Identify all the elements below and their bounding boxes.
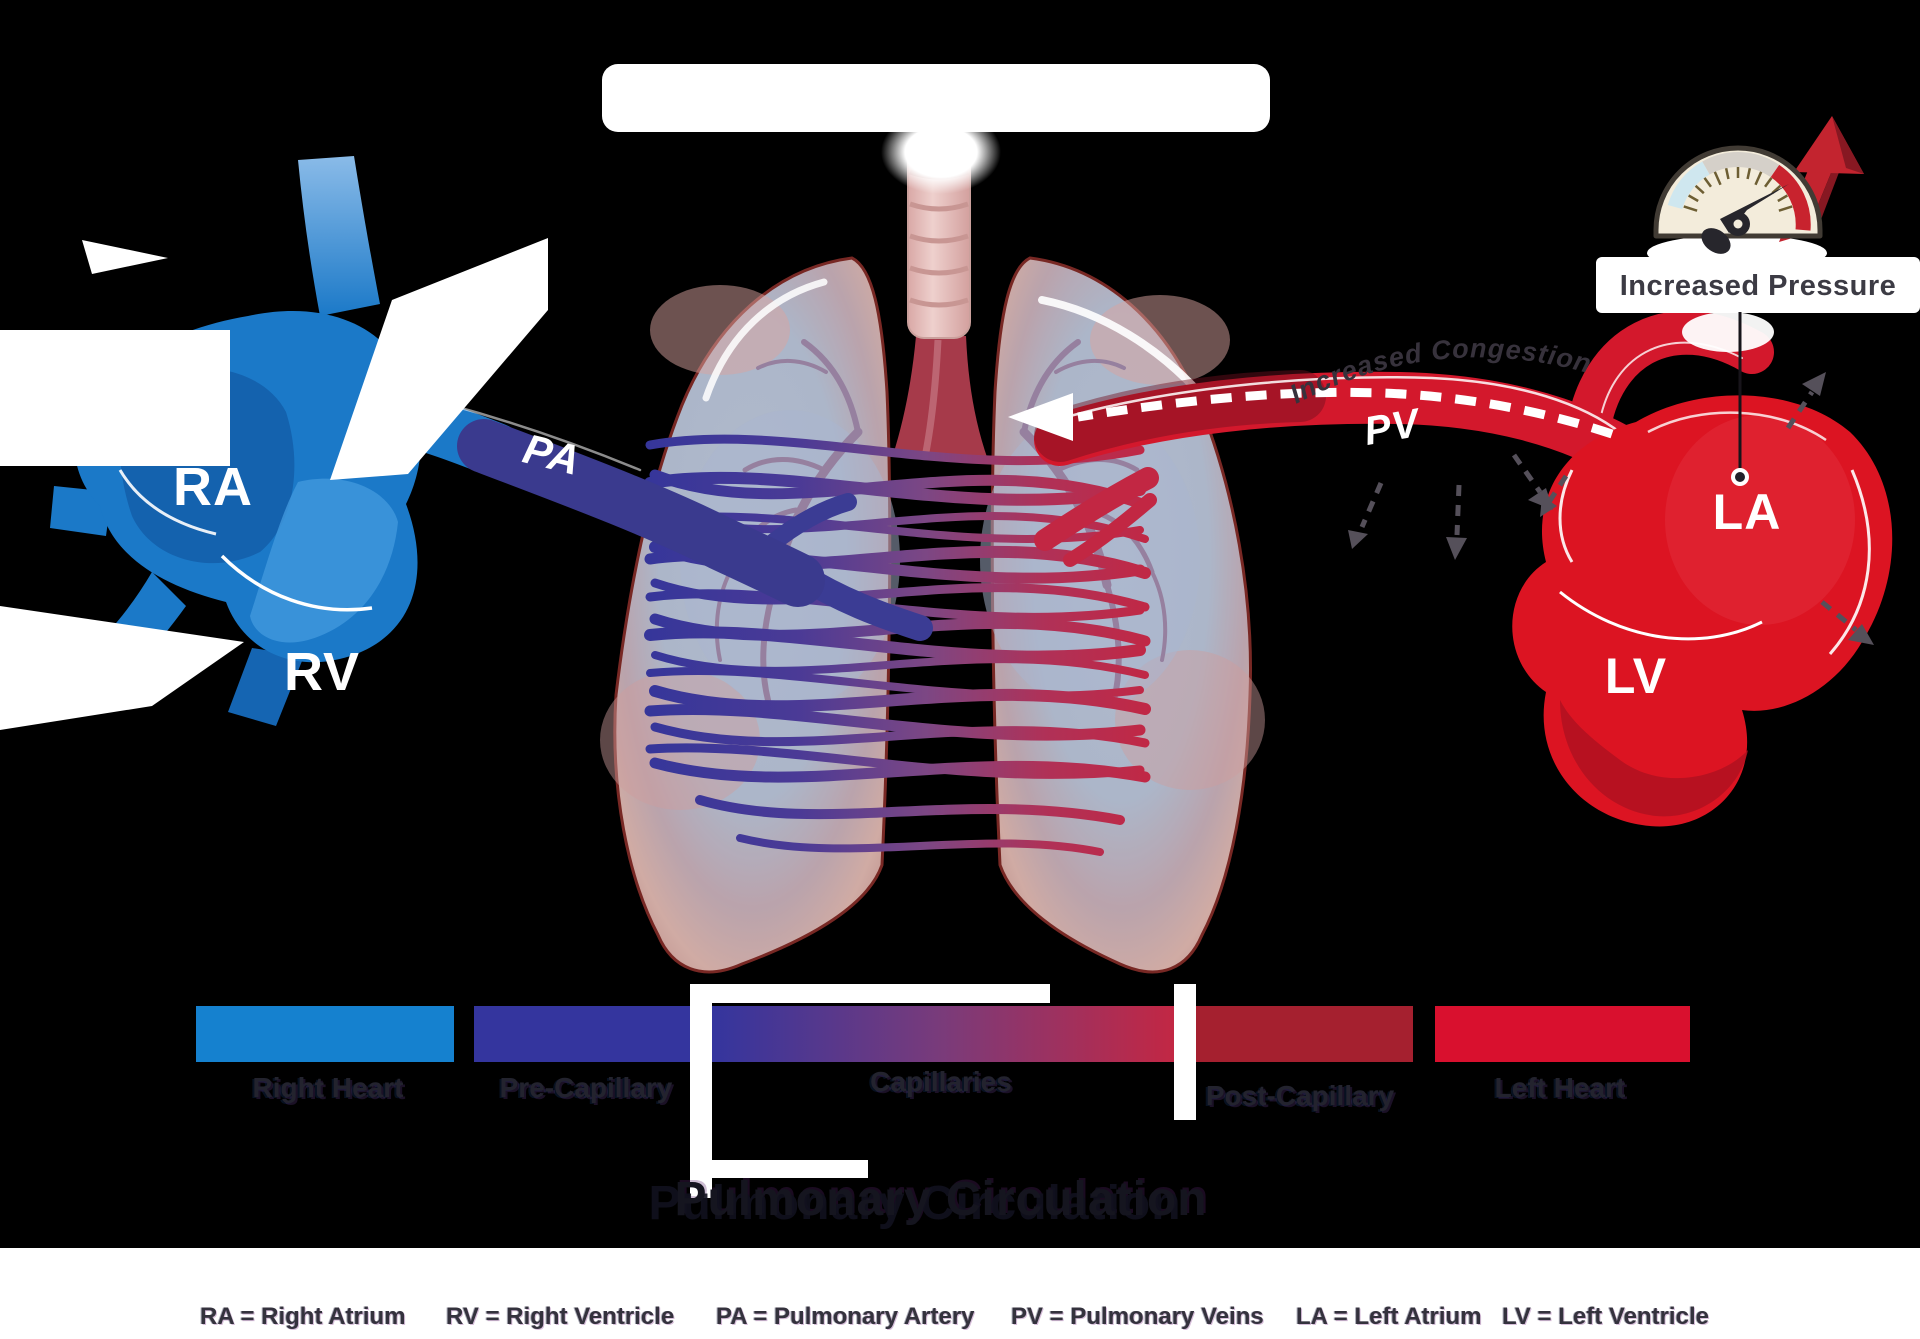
superior-vena-cava — [298, 156, 380, 316]
backflow-arrow-icon — [1008, 387, 1614, 441]
congestion-spread-arrows — [1348, 372, 1874, 645]
flow-bar-label-capillaries: Capillaries — [870, 1066, 1012, 1097]
flow-bar-label-left-heart: Left Heart — [1494, 1072, 1626, 1103]
left-lung-highlight — [702, 278, 828, 402]
flow-bar-segment-right-heart — [196, 1006, 454, 1062]
flow-bar-segment-left-heart — [1435, 1006, 1690, 1062]
blank-title-box — [602, 64, 1270, 132]
left-ventricle-label: LV — [1604, 648, 1668, 704]
legend-item-rv: RV = Right Ventricle — [446, 1303, 675, 1330]
increased-pressure-label-background — [1596, 257, 1920, 313]
flow-bar-label-right-heart: Right Heart — [252, 1072, 404, 1103]
main-bronchus — [893, 336, 988, 460]
legend-item-pv: PV = Pulmonary Veins — [1011, 1303, 1264, 1330]
white-erasure-patches — [0, 238, 548, 730]
right-atrium-label: RA — [173, 457, 253, 517]
legend-item-pa: PA = Pulmonary Artery — [716, 1303, 975, 1330]
legend-item-lv: LV = Left Ventricle — [1502, 1303, 1709, 1330]
left-heart-body — [1512, 395, 1893, 827]
pulmonary-vein-label: PV — [1360, 401, 1423, 454]
pressure-pointer — [1731, 312, 1749, 486]
gauge-ticks — [1683, 167, 1793, 212]
legend-band — [0, 1248, 1920, 1339]
legend-item-la: LA = Left Atrium — [1296, 1303, 1482, 1330]
trachea — [881, 110, 1001, 460]
right-ventricle-label: RV — [283, 642, 361, 702]
flow-bar-label-post-capillary: Post-Capillary — [1205, 1080, 1395, 1111]
white-divider-mark-left — [690, 984, 712, 1198]
left-heart — [1512, 395, 1893, 827]
left-atrium-label: LA — [1712, 484, 1782, 540]
pressure-gauge-icon — [1653, 116, 1864, 254]
flow-bar-segment-pre-capillary — [474, 1006, 690, 1062]
flow-bar-segment-capillaries — [712, 1006, 1174, 1062]
diagram-title: Pulmonary Circulation — [674, 1173, 1208, 1226]
legend-item-ra: RA = Right Atrium — [200, 1303, 406, 1330]
trachea-top-fade — [881, 110, 1001, 194]
white-bracket-mark — [690, 984, 1050, 1003]
flow-bar-label-pre-capillary: Pre-Capillary — [499, 1072, 673, 1103]
white-underline-mark — [704, 1160, 868, 1178]
flow-bar-segment-post-capillary — [1196, 1006, 1413, 1062]
right-lung-highlight — [1038, 296, 1207, 401]
white-divider-mark-right — [1174, 984, 1196, 1120]
increased-pressure-label: Increased Pressure — [1619, 270, 1897, 302]
